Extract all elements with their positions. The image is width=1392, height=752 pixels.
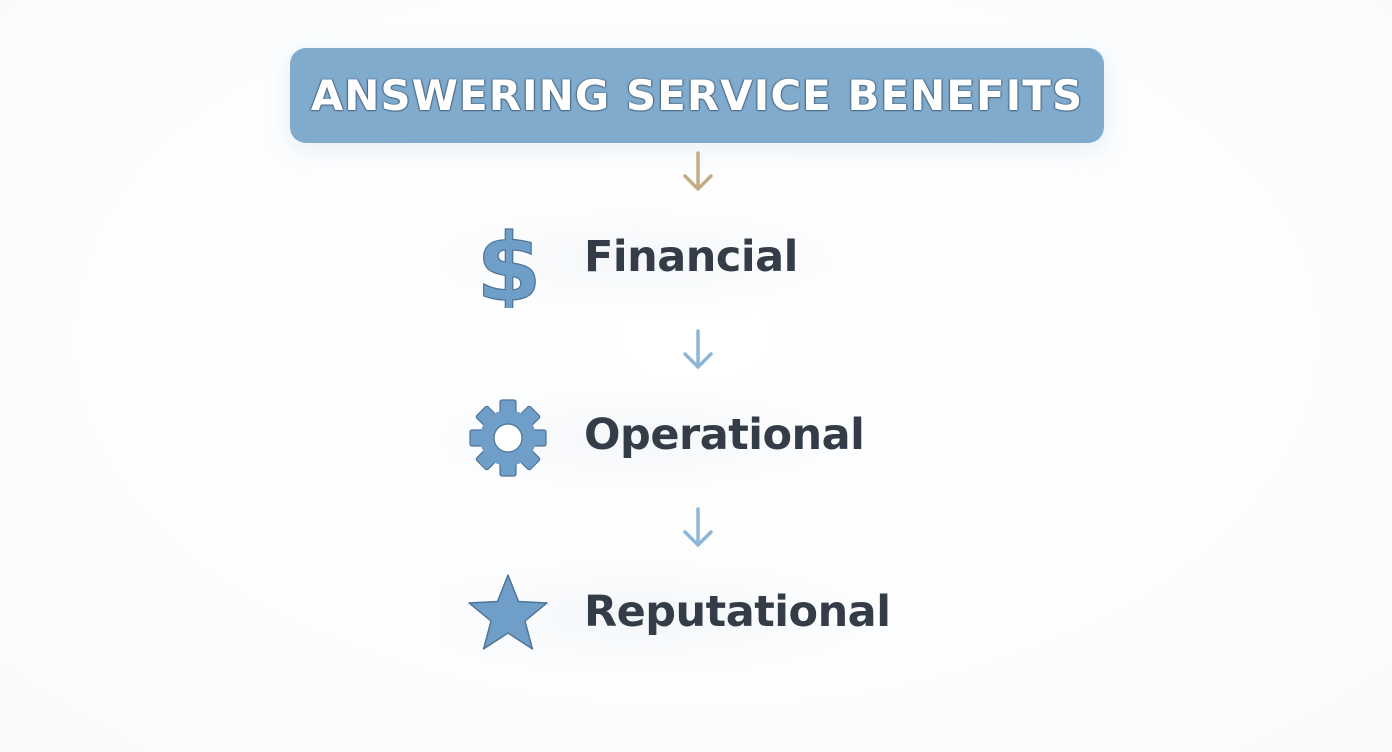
diagram-title: ANSWERING SERVICE BENEFITS — [310, 71, 1084, 120]
star-icon — [462, 569, 554, 661]
dollar-sign-icon: $ — [464, 218, 554, 308]
arrow-down-icon — [680, 150, 716, 194]
arrow-down-icon — [680, 506, 716, 550]
benefit-operational: Operational — [440, 378, 880, 498]
benefit-label-financial: Financial — [584, 232, 798, 282]
arrow-down-icon — [680, 328, 716, 372]
benefit-reputational: Reputational — [440, 555, 891, 675]
title-banner: ANSWERING SERVICE BENEFITS — [290, 48, 1104, 143]
item-glow — [440, 200, 880, 320]
benefit-label-operational: Operational — [584, 410, 865, 460]
benefit-label-reputational: Reputational — [584, 587, 891, 637]
gear-icon — [462, 390, 554, 482]
svg-text:$: $ — [476, 218, 541, 308]
benefit-financial: $ Financial — [440, 200, 880, 320]
